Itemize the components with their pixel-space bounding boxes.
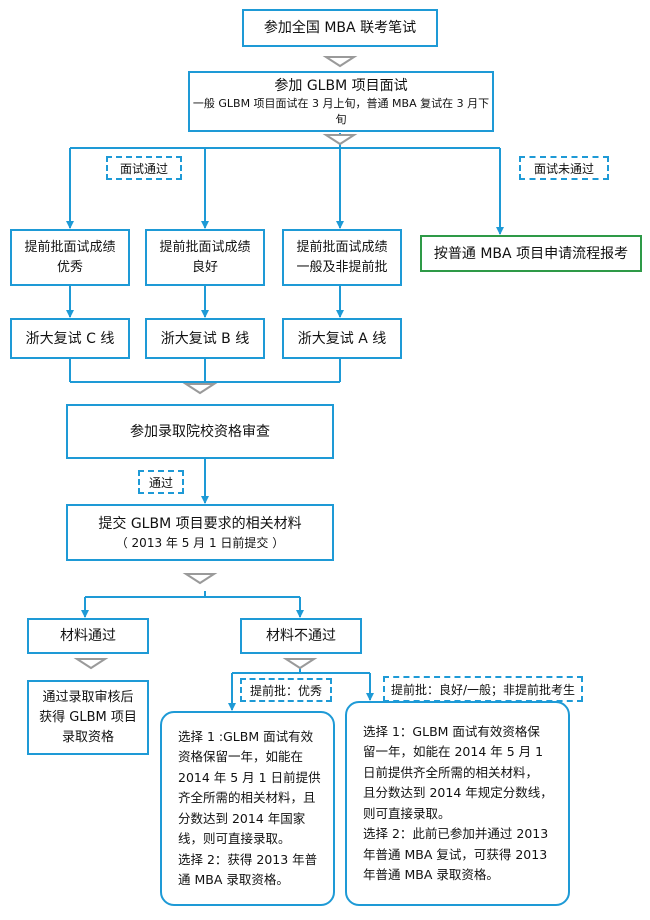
qualification-review-label: 参加录取院校资格审查 — [130, 423, 270, 440]
label-interview-pass: 面试通过 — [106, 156, 182, 180]
grade-good-line2: 良好 — [191, 259, 218, 275]
admission-granted: 通过录取审核后 获得 GLBM 项目 录取资格 — [27, 680, 149, 755]
grade-excellent-line2: 优秀 — [56, 259, 83, 275]
label-early-other: 提前批：良好/一般；非提前批考生 — [383, 676, 583, 702]
label-interview-fail: 面试未通过 — [519, 156, 609, 180]
grade-excellent-line1: 提前批面试成绩 — [24, 239, 116, 255]
label-early-excellent-text: 提前批：优秀 — [249, 683, 322, 698]
grade-excellent: 提前批面试成绩 优秀 — [10, 229, 130, 286]
option-text-excellent: 选择 1 :GLBM 面试有效 资格保留一年，如能在 2014 年 5 月 1 … — [178, 728, 321, 888]
retest-line-a: 浙大复试 A 线 — [282, 318, 402, 359]
down-chevron-icon — [322, 134, 358, 146]
retest-line-b-label: 浙大复试 B 线 — [160, 330, 250, 347]
label-pass-text: 通过 — [148, 475, 173, 490]
grade-good: 提前批面试成绩 良好 — [145, 229, 265, 286]
retest-line-c: 浙大复试 C 线 — [10, 318, 130, 359]
grade-average-line1: 提前批面试成绩 — [296, 239, 388, 255]
label-early-excellent: 提前批：优秀 — [240, 678, 332, 702]
submit-materials-title: 提交 GLBM 项目要求的相关材料 — [98, 515, 302, 532]
material-pass-label: 材料通过 — [60, 628, 116, 644]
grade-average: 提前批面试成绩 一般及非提前批 — [282, 229, 402, 286]
option-box-other: 选择 1：GLBM 面试有效资格保 留一年，如能在 2014 年 5 月 1 日… — [345, 701, 570, 906]
down-chevron-icon — [322, 56, 358, 68]
label-early-other-text: 提前批：良好/一般；非提前批考生 — [390, 682, 576, 697]
submit-materials-note: （ 2013 年 5 月 1 日前提交 ） — [115, 535, 285, 550]
step-glbm-interview: 参加 GLBM 项目面试 一般 GLBM 项目面试在 3 月上旬，普通 MBA … — [188, 71, 494, 132]
material-fail: 材料不通过 — [240, 618, 362, 654]
admission-granted-line1: 通过录取审核后 — [42, 689, 134, 705]
option-text-other: 选择 1：GLBM 面试有效资格保 留一年，如能在 2014 年 5 月 1 日… — [363, 723, 553, 883]
material-pass: 材料通过 — [27, 618, 149, 654]
step-written-exam: 参加全国 MBA 联考笔试 — [242, 9, 438, 47]
normal-mba-apply: 按普通 MBA 项目申请流程报考 — [420, 235, 642, 272]
grade-good-line1: 提前批面试成绩 — [159, 239, 251, 255]
option-box-excellent: 选择 1 :GLBM 面试有效 资格保留一年，如能在 2014 年 5 月 1 … — [160, 711, 335, 906]
retest-line-b: 浙大复试 B 线 — [145, 318, 265, 359]
qualification-review: 参加录取院校资格审查 — [66, 404, 334, 459]
admission-granted-line3: 录取资格 — [61, 729, 114, 745]
retest-line-c-label: 浙大复试 C 线 — [25, 330, 115, 347]
step-glbm-interview-title: 参加 GLBM 项目面试 — [274, 77, 408, 94]
normal-mba-apply-label: 按普通 MBA 项目申请流程报考 — [433, 245, 629, 262]
down-chevron-icon — [182, 383, 218, 395]
label-interview-fail-text: 面试未通过 — [533, 161, 594, 176]
label-pass: 通过 — [138, 470, 184, 494]
grade-average-line2: 一般及非提前批 — [296, 259, 388, 275]
submit-materials: 提交 GLBM 项目要求的相关材料 （ 2013 年 5 月 1 日前提交 ） — [66, 504, 334, 561]
down-chevron-icon — [182, 573, 218, 585]
step-written-exam-label: 参加全国 MBA 联考笔试 — [263, 20, 417, 36]
label-interview-pass-text: 面试通过 — [119, 161, 168, 176]
down-chevron-icon — [73, 658, 109, 670]
admission-granted-line2: 获得 GLBM 项目 — [39, 709, 137, 725]
material-fail-label: 材料不通过 — [266, 628, 336, 644]
step-glbm-interview-note: 一般 GLBM 项目面试在 3 月上旬，普通 MBA 复试在 3 月下旬 — [192, 96, 490, 126]
down-chevron-icon — [282, 658, 318, 670]
retest-line-a-label: 浙大复试 A 线 — [297, 330, 387, 347]
